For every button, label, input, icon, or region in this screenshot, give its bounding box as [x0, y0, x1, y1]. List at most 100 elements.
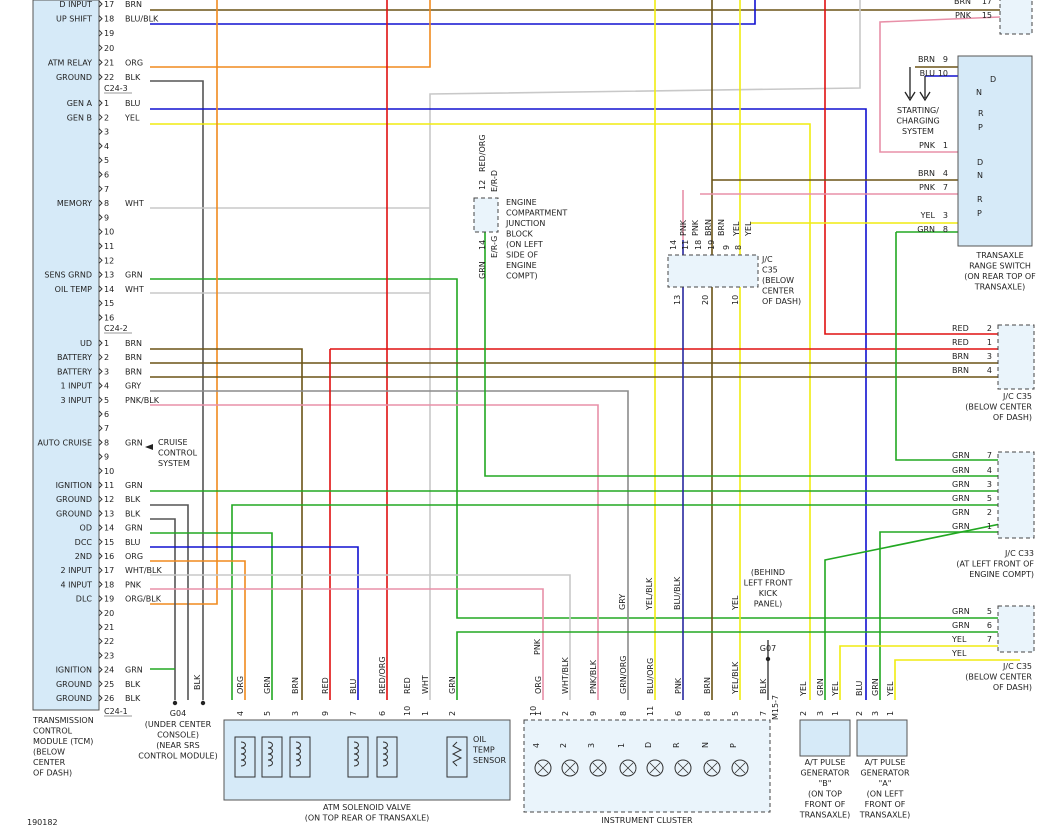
pin-mark	[98, 242, 103, 250]
pin-mark	[98, 314, 103, 321]
pulse-wire: YEL	[799, 681, 808, 697]
pin-mark	[98, 113, 103, 121]
lamp-icon	[649, 762, 661, 774]
jc-pin: 2	[987, 508, 992, 517]
wire-color-label: ORG/BLK	[125, 595, 162, 604]
wire-color-label: PNK/BLK	[125, 396, 160, 405]
tcm-title: CONTROL	[33, 727, 73, 736]
jc-wire: BRN	[704, 219, 713, 236]
tcm-pin-name: GROUND	[56, 495, 92, 504]
wire-color-label: BLK	[125, 680, 141, 689]
jc-c35-low-box	[997, 605, 1035, 653]
pulse-desc: A/T PULSE	[805, 758, 846, 767]
wire-color-label: BLK	[125, 495, 141, 504]
pulse-desc: (ON LEFT	[867, 790, 904, 799]
wire-color-label: GRN	[125, 271, 143, 280]
wire-color-label: BRN	[125, 353, 142, 362]
ecjb-wire: GRN	[478, 261, 487, 279]
pulse-desc: "A"	[879, 779, 892, 788]
pin-mark	[98, 29, 103, 37]
tcm-pin-name: OIL TEMP	[55, 285, 93, 294]
pin-mark	[98, 694, 103, 702]
wire-grn-jc5	[231, 504, 1020, 700]
tcm-pin-number: 7	[104, 424, 109, 433]
cluster-pin: 10	[529, 706, 538, 716]
jc-desc: J/C C35	[1002, 392, 1032, 401]
solenoid-desc: ATM SOLENOID VALVE	[323, 803, 411, 812]
pin-mark	[98, 510, 103, 517]
pulse-desc: TRANSAXLE)	[859, 811, 910, 820]
tcm-pin-number: 2	[104, 113, 109, 122]
wire-color-label: PNK	[125, 580, 142, 589]
tcm-title: TRANSMISSION	[32, 716, 94, 725]
jc-wire: RED	[952, 338, 969, 347]
pin-mark	[98, 44, 103, 52]
pin-mark	[98, 396, 103, 404]
tcm-pin-name: 4 INPUT	[60, 580, 92, 589]
tcm-pin-number: 11	[104, 481, 114, 490]
solenoid-pin: 9	[321, 711, 330, 716]
jc-wire: GRN	[952, 508, 970, 517]
arrow-icon	[904, 67, 931, 102]
pin-mark	[98, 15, 103, 22]
tcm-pin-number: 5	[104, 396, 109, 405]
ecjb-desc: ENGINE	[506, 261, 537, 270]
tcm-pin-name: GROUND	[56, 509, 92, 518]
tcm-pin-name: GROUND	[56, 680, 92, 689]
pin-mark	[98, 99, 103, 107]
pin-mark	[98, 581, 103, 588]
pin-mark	[98, 637, 103, 645]
jc-desc: OF DASH)	[993, 683, 1032, 692]
tcm-pin-name: 2ND	[75, 552, 92, 561]
pin-mark	[98, 467, 103, 475]
solenoid-box	[223, 719, 511, 801]
ground-icon	[765, 656, 771, 662]
cluster-pin: 8	[703, 711, 712, 716]
g04-desc: CONSOLE)	[157, 731, 199, 740]
wire-color-label: GRN	[125, 666, 143, 675]
lamp-icon	[734, 762, 746, 774]
solenoid-wire: GRN	[263, 676, 272, 694]
jc-pin: 13	[673, 295, 682, 305]
pin-mark	[98, 142, 103, 150]
wire-color-label: GRN	[125, 481, 143, 490]
solenoid-pin: 6	[378, 711, 387, 716]
ecjb-pin: 12	[478, 180, 487, 190]
jc-pin: 14	[669, 240, 678, 250]
solenoid-wire: RED/ORG	[378, 656, 387, 694]
tcm-pin-number: 8	[104, 438, 109, 447]
jc-c33-box	[997, 451, 1035, 539]
solenoid-wire: WHT	[421, 675, 430, 694]
pulse-desc: (ON TOP	[808, 790, 842, 799]
coil-icon	[240, 741, 246, 767]
tcm-pin-number: 15	[104, 538, 114, 547]
ecjb-box	[473, 197, 499, 233]
lamp-icon	[677, 762, 689, 774]
wire-color-label: ORG	[125, 552, 143, 561]
tcm-pin-name: UP SHIFT	[56, 15, 92, 24]
wire-ground-22	[150, 80, 204, 700]
pin-mark	[98, 353, 103, 361]
pin-mark	[98, 666, 103, 673]
pin-mark	[98, 382, 103, 389]
tcm-pin-number: 15	[104, 299, 114, 308]
range-wire: BLU	[920, 69, 936, 78]
pin-mark	[98, 156, 103, 164]
range-position: D	[977, 158, 983, 167]
jc-desc: J/C C35	[1002, 662, 1032, 671]
range-pin: 10	[938, 69, 948, 78]
solenoid-pin: 1	[421, 711, 430, 716]
pulse-desc: GENERATOR	[860, 769, 910, 778]
wire-white-main	[429, 0, 861, 700]
g04-desc: (NEAR SRS	[156, 741, 199, 750]
jc-pin: 8	[734, 245, 743, 250]
wire-color-label: GRN	[125, 438, 143, 447]
wire-red-jc	[824, 0, 1020, 335]
jc-wire: YEL	[951, 649, 967, 658]
tcm-pin-number: 1	[104, 339, 109, 348]
jc-wire: GRN	[952, 494, 970, 503]
arrow-icon	[145, 444, 153, 450]
g04-desc: CONTROL MODULE)	[138, 752, 217, 761]
lamp-icon	[646, 759, 664, 777]
